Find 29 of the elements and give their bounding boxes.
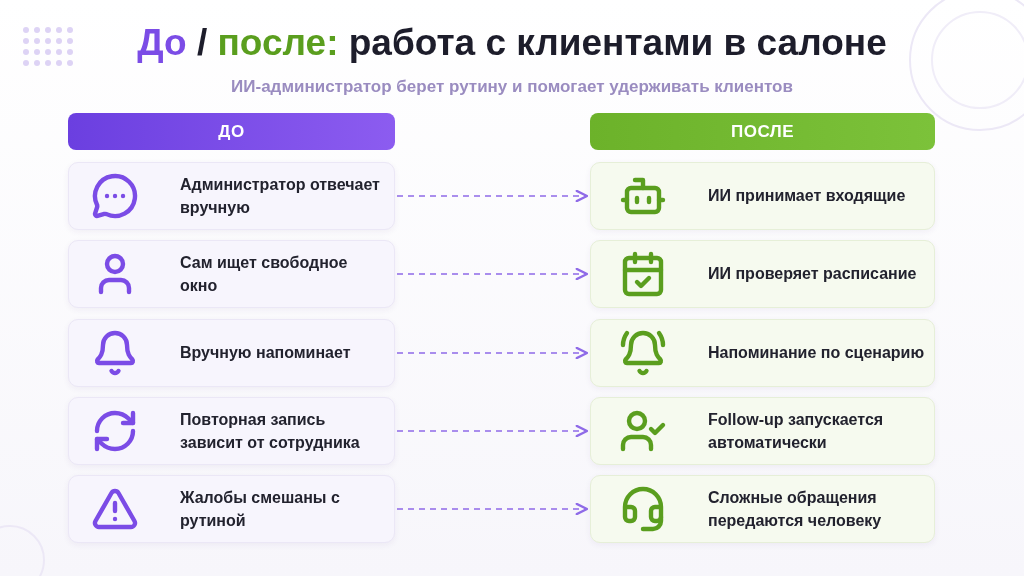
step-card [68, 162, 395, 230]
card-text: Администратор отвечает вручную [180, 174, 381, 218]
card-text: ИИ принимает входящие [708, 186, 907, 207]
dashed-arrow [396, 189, 589, 203]
step-card [590, 397, 935, 465]
title: До / после: работа с клиентами в салоне [136, 22, 888, 64]
card-text: Follow-up запускается автоматически [708, 409, 885, 453]
step-card [68, 475, 395, 543]
column-header: ПОСЛЕ [590, 113, 935, 150]
card-text: Сложные обращения передаются человеку [708, 487, 883, 531]
card-text: Напоминание по сценарию [708, 343, 926, 364]
card-text: ИИ проверяет расписание [708, 264, 918, 285]
dashed-arrow [396, 502, 589, 516]
step-card [590, 162, 935, 230]
step-card [590, 240, 935, 308]
card-text: Вручную напоминает [180, 343, 352, 364]
step-card [68, 319, 395, 387]
subtitle: ИИ-администратор берет рутину и помогает удерживать клиентов [230, 77, 794, 97]
step-card [590, 475, 935, 543]
card-text: Жалобы смешаны с рутиной [180, 487, 341, 531]
card-text: Повторная запись зависит от сотрудника [180, 409, 361, 453]
step-card [590, 319, 935, 387]
column-header: ДО [68, 113, 395, 150]
step-card [68, 397, 395, 465]
card-text: Сам ищет свободное окно [180, 252, 349, 296]
step-card [68, 240, 395, 308]
dashed-arrow [396, 267, 589, 281]
dashed-arrow [396, 346, 589, 360]
dashed-arrow [396, 424, 589, 438]
